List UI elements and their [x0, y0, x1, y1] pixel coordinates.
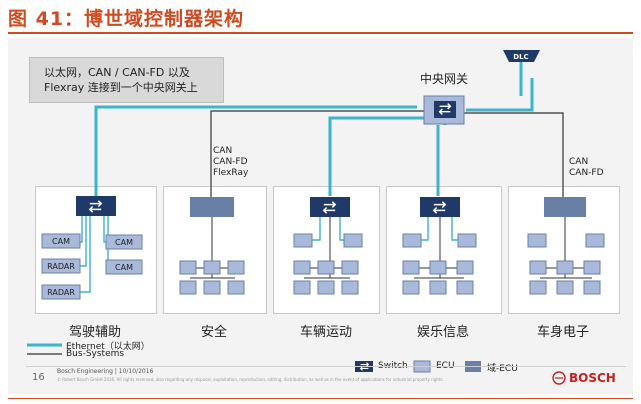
infotainment-ecu-8: [456, 280, 474, 295]
page-number: 16: [32, 372, 45, 383]
gateway-label: 中央网关: [420, 72, 469, 86]
adas-unit-cam-3: [105, 259, 143, 275]
legend-ethernet-label: Ethernet（以太网）: [66, 342, 150, 352]
note-line-1: 以太网，CAN / CAN-FD 以及: [44, 66, 190, 79]
adas-wiring: [43, 216, 109, 293]
bus-label-body-can: CAN: [569, 157, 589, 167]
body-ecu-3: [529, 260, 547, 275]
bosch-logo-icon: [552, 371, 566, 385]
safety-domain-ecu: [190, 197, 234, 217]
domain-label-adas: 驾驶辅助: [68, 325, 121, 340]
brand-name: BOSCH: [569, 371, 616, 385]
title-rule: [8, 32, 633, 34]
body-ecu-8: [583, 280, 601, 295]
adas-unit-radar-2-label: RADAR: [47, 288, 75, 297]
footer-source: Bosch Engineering | 10/10/2016: [57, 368, 154, 375]
body-ecu-7: [556, 280, 574, 295]
vehicle-motion-ecu-8: [341, 280, 359, 295]
bus-label-safety-can: CAN: [213, 146, 233, 156]
bus-label-body-canfd: CAN-FD: [569, 168, 604, 178]
note-line-2: Flexray 连接到一个中央网关上: [44, 81, 198, 94]
bottom-rule: [8, 398, 633, 399]
infotainment-switch: [420, 197, 460, 217]
central-gateway: [423, 95, 465, 125]
domain-label-infotainment: 娱乐信息: [416, 325, 469, 340]
infotainment-ecu-2: [457, 233, 477, 248]
domain-label-safety: 安全: [200, 325, 227, 340]
safety-ecu-4: [179, 280, 197, 295]
body-domain-graph: [527, 197, 605, 295]
safety-ecu-1: [179, 260, 197, 275]
infotainment-ecu-4: [429, 260, 447, 275]
body-ecu-1: [527, 233, 547, 248]
dlc-connector: DLC: [503, 50, 540, 96]
infotainment-graph: [402, 197, 477, 295]
adas-units: CAM CAM RADAR CAM RADAR: [41, 233, 143, 300]
bus-label-safety-canfd: CAN-FD: [213, 157, 248, 167]
vehicle-motion-switch: [310, 197, 350, 217]
safety-ecu-5: [203, 280, 221, 295]
vehicle-motion-ecu-2: [343, 233, 363, 248]
adas-unit-cam-1-label: CAM: [52, 237, 70, 246]
safety-domain-graph: [179, 197, 245, 295]
infotainment-ecu-7: [429, 280, 447, 295]
body-ecu-5: [583, 260, 601, 275]
legend-bus-label: Bus-Systems: [66, 349, 125, 359]
adas-unit-radar-1: [41, 258, 81, 274]
adas-unit-cam-3-label: CAM: [115, 263, 133, 272]
domain-label-body: 车身电子: [536, 325, 589, 340]
safety-ecu-3: [227, 260, 245, 275]
bus-label-safety: CAN CAN-FD FlexRay: [213, 146, 248, 179]
infotainment-ecu-6: [402, 280, 420, 295]
bus-links: [210, 110, 564, 197]
infotainment-ecu-1: [402, 233, 422, 248]
dlc-label: DLC: [513, 53, 528, 61]
adas-unit-cam-1: [41, 233, 81, 249]
vehicle-motion-ecu-1: [293, 233, 313, 248]
safety-ecu-6: [227, 280, 245, 295]
safety-ecu-2: [203, 260, 221, 275]
adas-unit-cam-2-label: CAM: [115, 238, 133, 247]
infotainment-ecu-3: [402, 260, 420, 275]
vehicle-motion-ecu-4: [317, 260, 335, 275]
adas-unit-radar-1-label: RADAR: [47, 262, 75, 271]
bus-label-body: CAN CAN-FD: [569, 157, 604, 179]
body-domain-ecu: [544, 197, 586, 217]
infotainment-ecu-5: [456, 260, 474, 275]
body-ecu-6: [529, 280, 547, 295]
figure-title: 图 41：博世域控制器架构: [8, 8, 245, 30]
adas-unit-radar-2: [41, 284, 81, 300]
body-ecu-2: [585, 233, 605, 248]
vehicle-motion-ecu-5: [341, 260, 359, 275]
vehicle-motion-graph: [293, 197, 363, 295]
vehicle-motion-ecu-7: [317, 280, 335, 295]
vehicle-motion-ecu-3: [293, 260, 311, 275]
vehicle-motion-ecu-6: [293, 280, 311, 295]
adas-switch: [76, 196, 116, 216]
footer-divider: [26, 366, 626, 367]
adas-unit-cam-2: [105, 234, 143, 250]
footer-copyright: © Robert Bosch GmbH 2016. All rights res…: [57, 377, 444, 382]
note-box: 以太网，CAN / CAN-FD 以及 Flexray 连接到一个中央网关上: [29, 57, 224, 103]
ethernet-links: [94, 78, 534, 196]
legend-domain-ecu-label: 域-ECU: [487, 364, 518, 374]
domain-label-vehicle-motion: 车辆运动: [299, 325, 352, 340]
bus-label-safety-flexray: FlexRay: [213, 168, 249, 178]
body-ecu-4: [556, 260, 574, 275]
